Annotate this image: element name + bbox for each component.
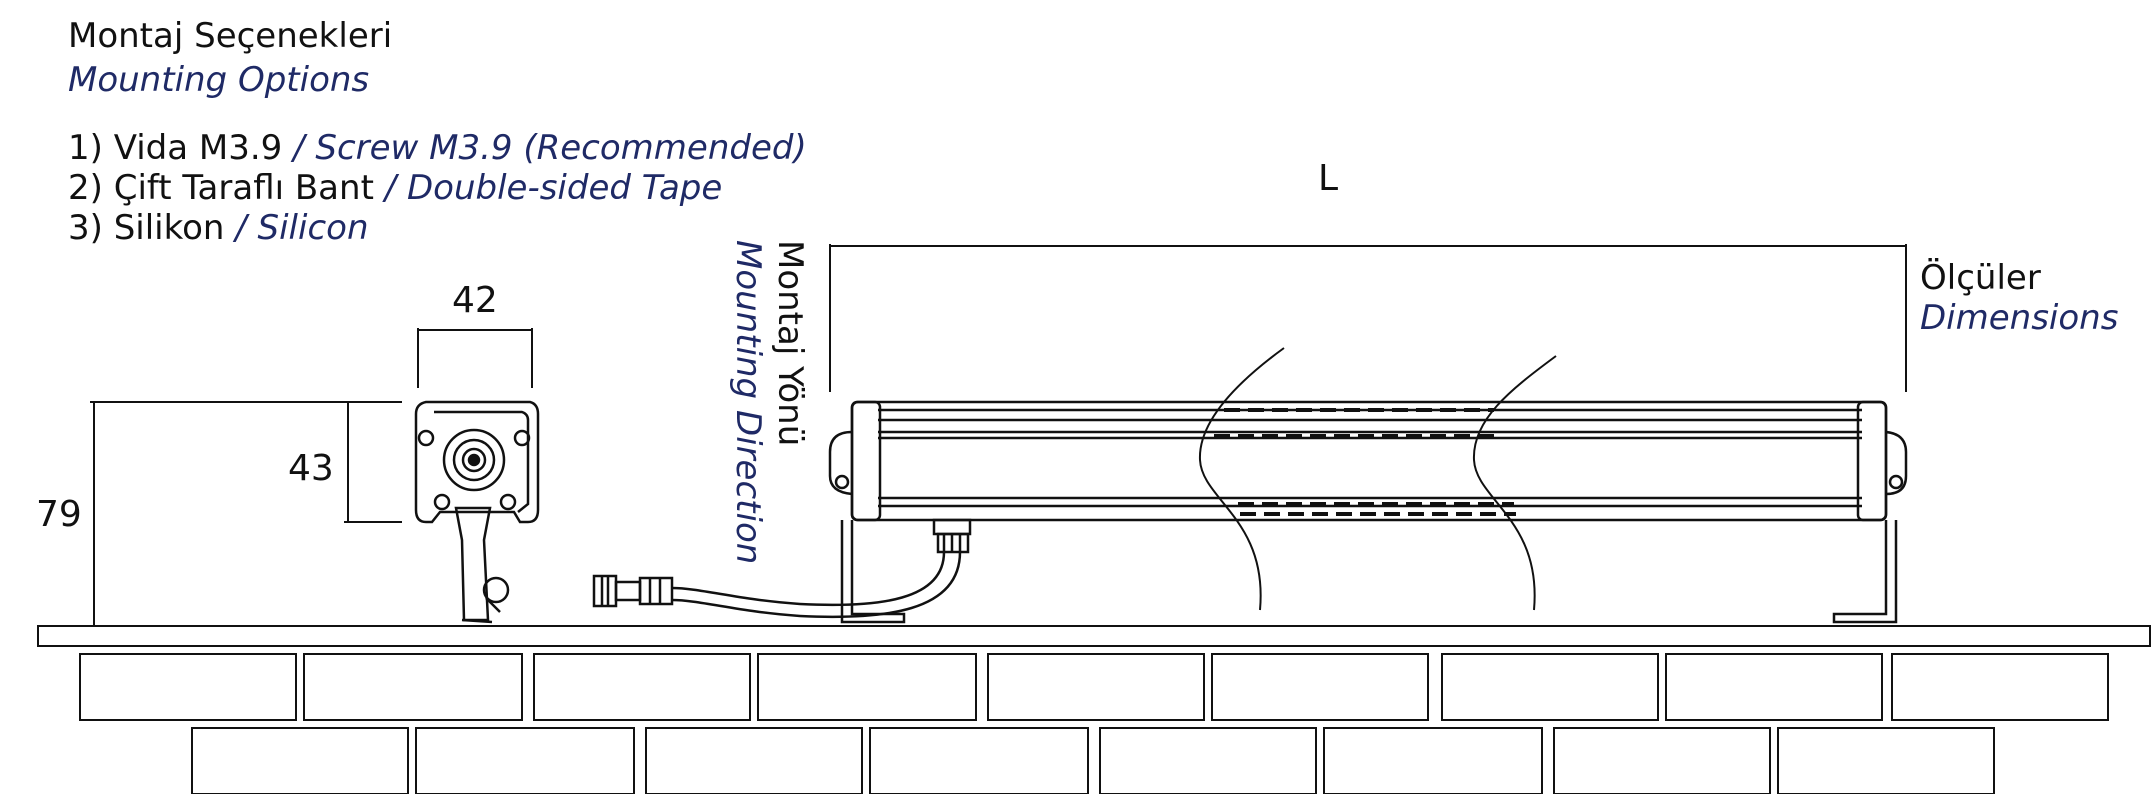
dimension-line-width	[417, 328, 533, 388]
dimension-width: 42	[452, 280, 498, 321]
dimension-length: L	[1318, 158, 1339, 199]
cable-gland	[932, 518, 972, 554]
option-1-tr: 1) Vida M3.9	[68, 128, 283, 168]
option-3-tr: 3) Silikon	[68, 208, 225, 248]
option-2-tr: 2) Çift Taraflı Bant	[68, 168, 374, 208]
connector-plug	[592, 574, 674, 608]
option-2: 2) Çift Taraflı Bant / Double-sided Tape	[68, 168, 722, 208]
option-1-en: / Screw M3.9 (Recommended)	[282, 128, 807, 168]
dimension-line-length	[829, 244, 1907, 392]
dimensions-label-en: Dimensions	[1920, 298, 2119, 338]
dimension-line-body-height	[344, 402, 402, 523]
option-3: 3) Silikon / Silicon	[68, 208, 369, 248]
option-1: 1) Vida M3.9 / Screw M3.9 (Recommended)	[68, 128, 807, 168]
hidden-lines	[1214, 408, 1516, 516]
brick-row-1	[79, 653, 2109, 721]
dimension-height-total: 79	[36, 494, 82, 535]
dimension-line-total-height	[90, 401, 402, 626]
option-3-en: / Silicon	[224, 208, 369, 248]
fixture-side-profile	[414, 400, 540, 624]
cable	[671, 551, 962, 619]
dimensions-label-tr: Ölçüler	[1920, 258, 2041, 298]
title-en: Mounting Options	[68, 60, 370, 100]
brick-row-2	[191, 727, 1995, 794]
option-2-en: / Double-sided Tape	[373, 168, 723, 208]
mounting-surface	[37, 625, 2151, 647]
dimension-height-body: 43	[288, 448, 334, 489]
break-marks	[1198, 347, 1557, 611]
title-tr: Montaj Seçenekleri	[68, 16, 393, 56]
